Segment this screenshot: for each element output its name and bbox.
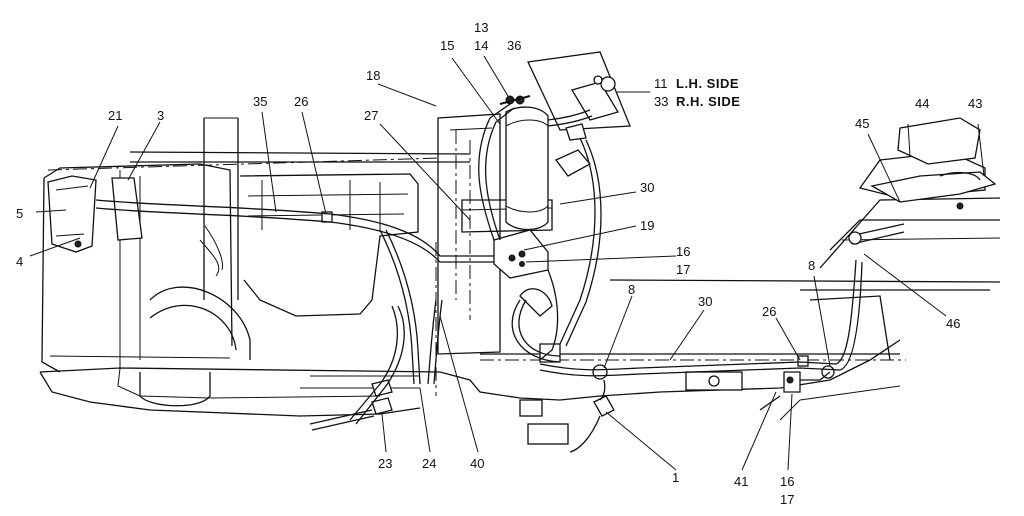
callout-5: 5 — [16, 206, 23, 221]
frame-outline — [39, 113, 901, 417]
callout-19: 19 — [640, 218, 654, 233]
callout-8-mid: 8 — [628, 282, 635, 297]
callout-35: 35 — [253, 94, 267, 109]
pivot-bolt-icon — [848, 231, 862, 245]
callout-11-side: L.H. SIDE — [676, 76, 739, 91]
callout-30-upper: 30 — [640, 180, 654, 195]
callout-17-mid: 17 — [676, 262, 690, 277]
callout-40: 40 — [470, 456, 484, 471]
callout-26-top: 26 — [294, 94, 308, 109]
electrical-components — [47, 51, 835, 445]
callout-8-rear: 8 — [808, 258, 815, 273]
callout-4: 4 — [16, 254, 23, 269]
headlight-left — [47, 175, 97, 253]
wiring-harness — [95, 103, 863, 453]
relay-switch — [571, 81, 619, 121]
callout-labels: 13 14 36 15 18 11 L.H. SIDE 33 R.H. SIDE… — [16, 20, 982, 507]
callout-30-lower: 30 — [698, 294, 712, 309]
callout-11: 11 — [654, 76, 668, 91]
callout-33-side: R.H. SIDE — [676, 94, 740, 109]
callout-3: 3 — [157, 108, 164, 123]
callout-13: 13 — [474, 20, 488, 35]
callout-14: 14 — [474, 38, 488, 53]
callout-1: 1 — [672, 470, 679, 485]
callout-45: 45 — [855, 116, 869, 131]
callout-26-rear: 26 — [762, 304, 776, 319]
callout-17-bottom: 17 — [780, 492, 794, 507]
callout-44: 44 — [915, 96, 929, 111]
callout-33: 33 — [654, 94, 668, 109]
callout-18: 18 — [366, 68, 380, 83]
callout-43: 43 — [968, 96, 982, 111]
callout-16-bottom: 16 — [780, 474, 794, 489]
callout-24: 24 — [422, 456, 436, 471]
callout-15: 15 — [440, 38, 454, 53]
callout-16-mid: 16 — [676, 244, 690, 259]
callout-46: 46 — [946, 316, 960, 331]
battery — [505, 106, 549, 231]
callout-23: 23 — [378, 456, 392, 471]
callout-27: 27 — [364, 108, 378, 123]
callout-36: 36 — [507, 38, 521, 53]
callout-41: 41 — [734, 474, 748, 489]
leader-lines — [29, 55, 985, 471]
callout-21: 21 — [108, 108, 122, 123]
